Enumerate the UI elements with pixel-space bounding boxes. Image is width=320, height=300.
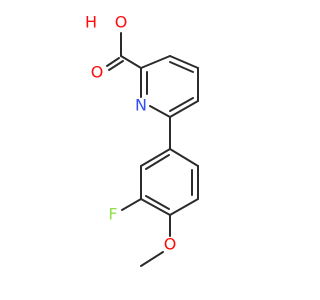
atom-label-hydroxyl-h: H bbox=[85, 13, 97, 32]
bond-methoxy-o-ch3 bbox=[140, 251, 164, 267]
molecule-diagram: H O O N F O bbox=[85, 13, 199, 267]
bond-b3-b4 bbox=[140, 198, 171, 216]
bond-b1-b2-inner bbox=[145, 154, 170, 170]
bond-c3-c4-inner bbox=[169, 61, 194, 73]
bond-c2-c3 bbox=[140, 55, 171, 69]
bond-b6-b1 bbox=[169, 148, 199, 167]
bond-c5-c6-inner bbox=[169, 97, 194, 112]
bond-b3-b4-inner bbox=[145, 195, 170, 210]
bond-c-f bbox=[121, 198, 142, 211]
bond-carbonyl-b bbox=[108, 60, 124, 71]
bond-c3-c4 bbox=[169, 55, 199, 69]
bond-b1-b2 bbox=[140, 148, 171, 167]
atom-label-methoxy-o: O bbox=[164, 235, 177, 254]
bond-c5-c6 bbox=[169, 100, 199, 118]
atom-label-carbonyl-o: O bbox=[91, 63, 104, 82]
bond-b4-b5 bbox=[169, 198, 199, 216]
atom-label-hydroxyl-o: O bbox=[115, 13, 128, 32]
bond-carboxyl-c-ring bbox=[120, 55, 142, 69]
structure-canvas: H O O N F O bbox=[85, 13, 199, 267]
bond-carbonyl-a bbox=[106, 57, 120, 67]
bond-c6-n bbox=[149, 105, 171, 118]
atom-label-fluorine: F bbox=[108, 205, 117, 224]
atom-label-pyridine-n: N bbox=[135, 96, 147, 115]
